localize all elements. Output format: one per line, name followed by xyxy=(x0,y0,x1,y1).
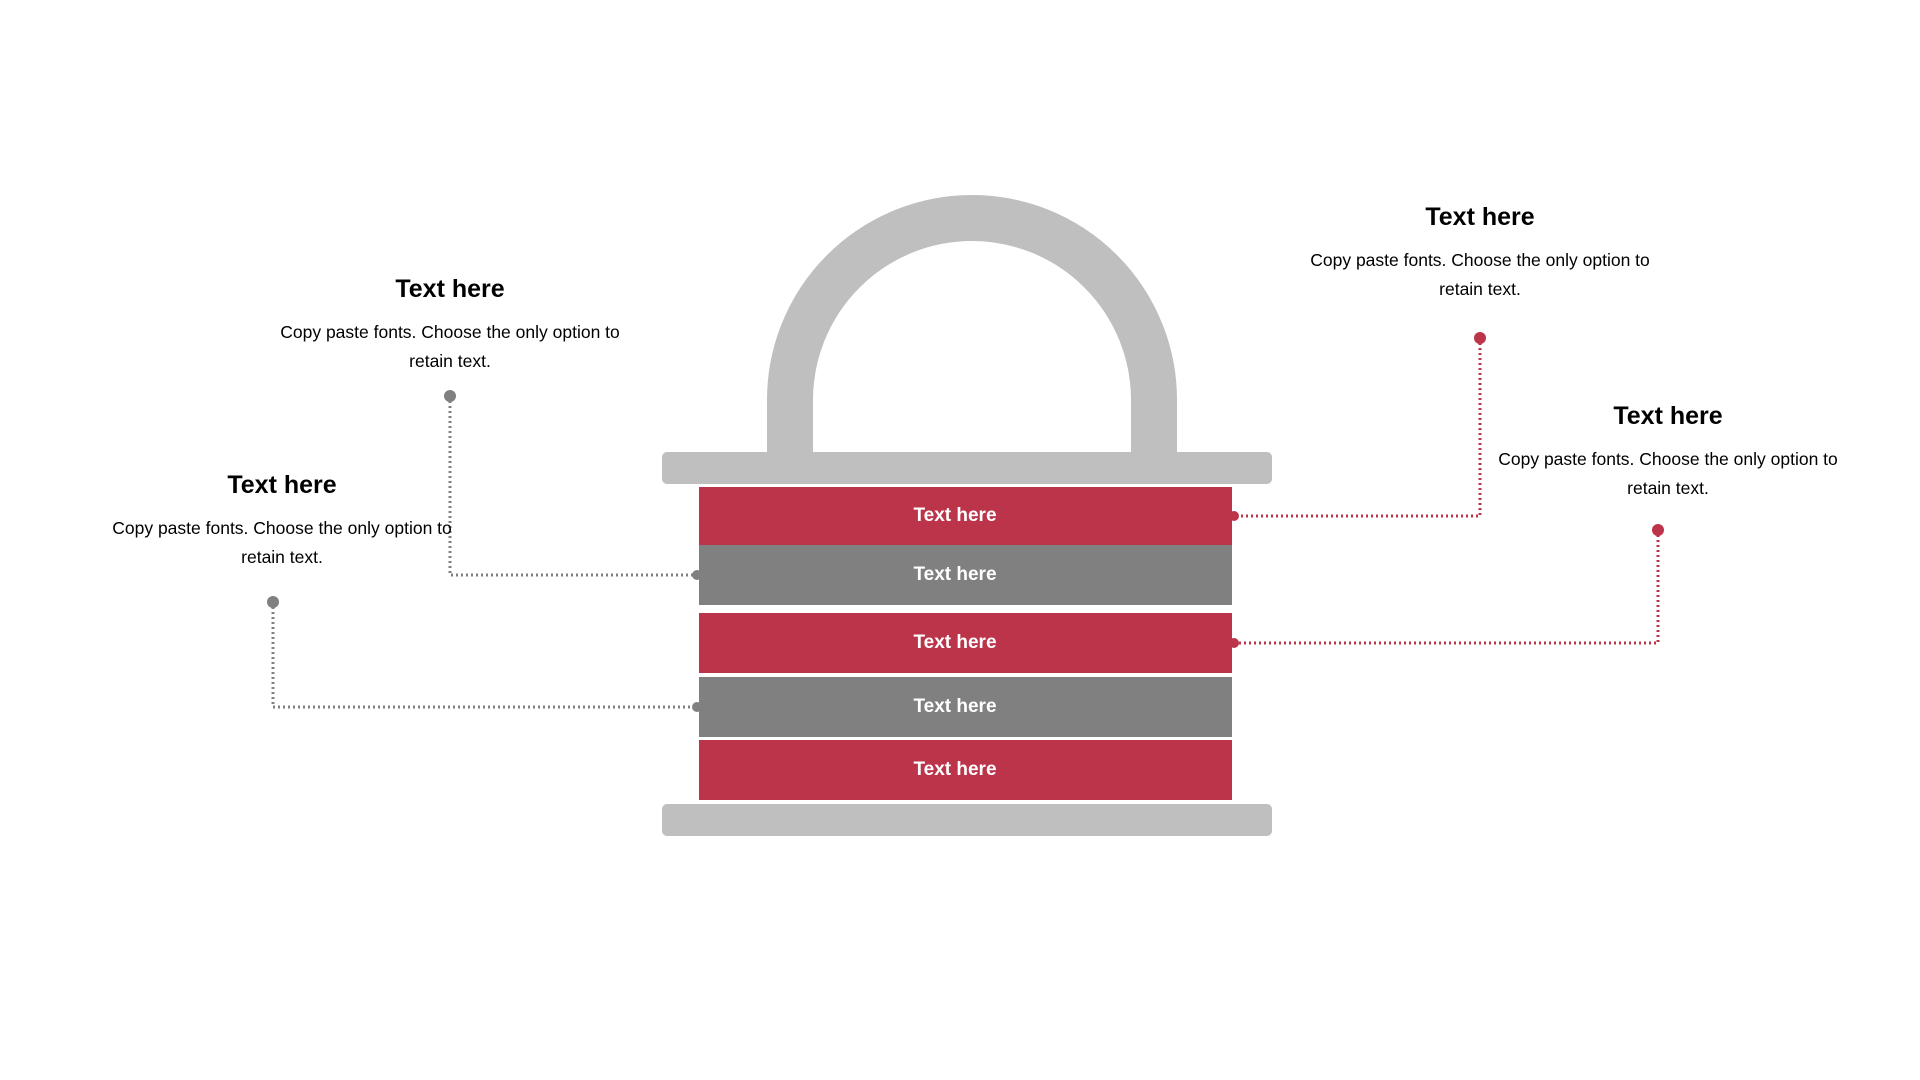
lock-band-1-label: Text here xyxy=(913,505,996,526)
callout-left-top: Text here Copy paste fonts. Choose the o… xyxy=(260,274,640,376)
lock-band-5: Text here xyxy=(699,740,1232,800)
connector-right-top xyxy=(1229,332,1486,521)
callout-left-top-title: Text here xyxy=(395,275,505,303)
lock-band-2-label: Text here xyxy=(913,564,996,585)
callout-right-bottom-title: Text here xyxy=(1613,402,1723,430)
lock-band-1: Text here xyxy=(699,487,1232,545)
callout-left-bottom: Text here Copy paste fonts. Choose the o… xyxy=(92,470,472,572)
lock-band-5-bg xyxy=(699,740,1232,800)
connector-left-bottom-line xyxy=(271,602,697,709)
callout-right-top: Text here Copy paste fonts. Choose the o… xyxy=(1290,202,1670,304)
connector-left-top-line xyxy=(448,396,697,577)
lock-band-5-label: Text here xyxy=(913,759,996,780)
connector-left-top xyxy=(444,390,702,580)
lock-band-4-label: Text here xyxy=(913,696,996,717)
callout-right-top-body: Copy paste fonts. Choose the only option… xyxy=(1310,250,1650,299)
padlock-top-plate xyxy=(662,452,1272,484)
lock-band-3-label: Text here xyxy=(913,632,996,653)
callout-right-bottom: Text here Copy paste fonts. Choose the o… xyxy=(1478,401,1858,503)
callout-right-top-title: Text here xyxy=(1425,203,1535,231)
callout-right-bottom-body: Copy paste fonts. Choose the only option… xyxy=(1498,449,1838,498)
lock-band-3-bg xyxy=(699,613,1232,673)
lock-band-2-bg xyxy=(699,545,1232,605)
connector-right-bottom-end xyxy=(1229,638,1239,648)
connector-right-bottom-line xyxy=(1234,530,1660,645)
lock-band-4-bg xyxy=(699,677,1232,737)
callout-left-top-body: Copy paste fonts. Choose the only option… xyxy=(280,322,620,371)
lock-band-3: Text here xyxy=(699,613,1232,673)
callout-left-bottom-body: Copy paste fonts. Choose the only option… xyxy=(112,518,452,567)
connector-right-top-line xyxy=(1234,338,1482,518)
connector-left-bottom xyxy=(267,596,702,712)
connector-right-bottom xyxy=(1229,524,1664,648)
lock-band-4: Text here xyxy=(699,677,1232,737)
connector-left-bottom-end xyxy=(692,702,702,712)
connector-right-top-end xyxy=(1229,511,1239,521)
lock-band-1-bg xyxy=(699,487,1232,545)
lock-band-2: Text here xyxy=(699,545,1232,605)
padlock-bottom-plate xyxy=(662,804,1272,836)
connector-left-top-end xyxy=(692,570,702,580)
callout-left-bottom-title: Text here xyxy=(227,471,337,499)
padlock-shackle xyxy=(767,195,1177,465)
